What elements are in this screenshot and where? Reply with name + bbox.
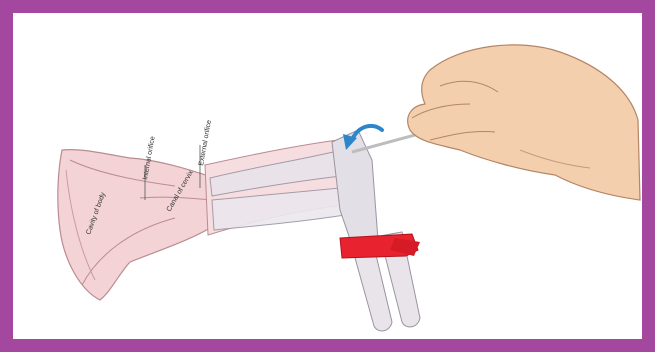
hand-palm: [408, 45, 640, 200]
hand: [408, 45, 640, 200]
label-external-orifice: External orifice: [198, 119, 213, 166]
